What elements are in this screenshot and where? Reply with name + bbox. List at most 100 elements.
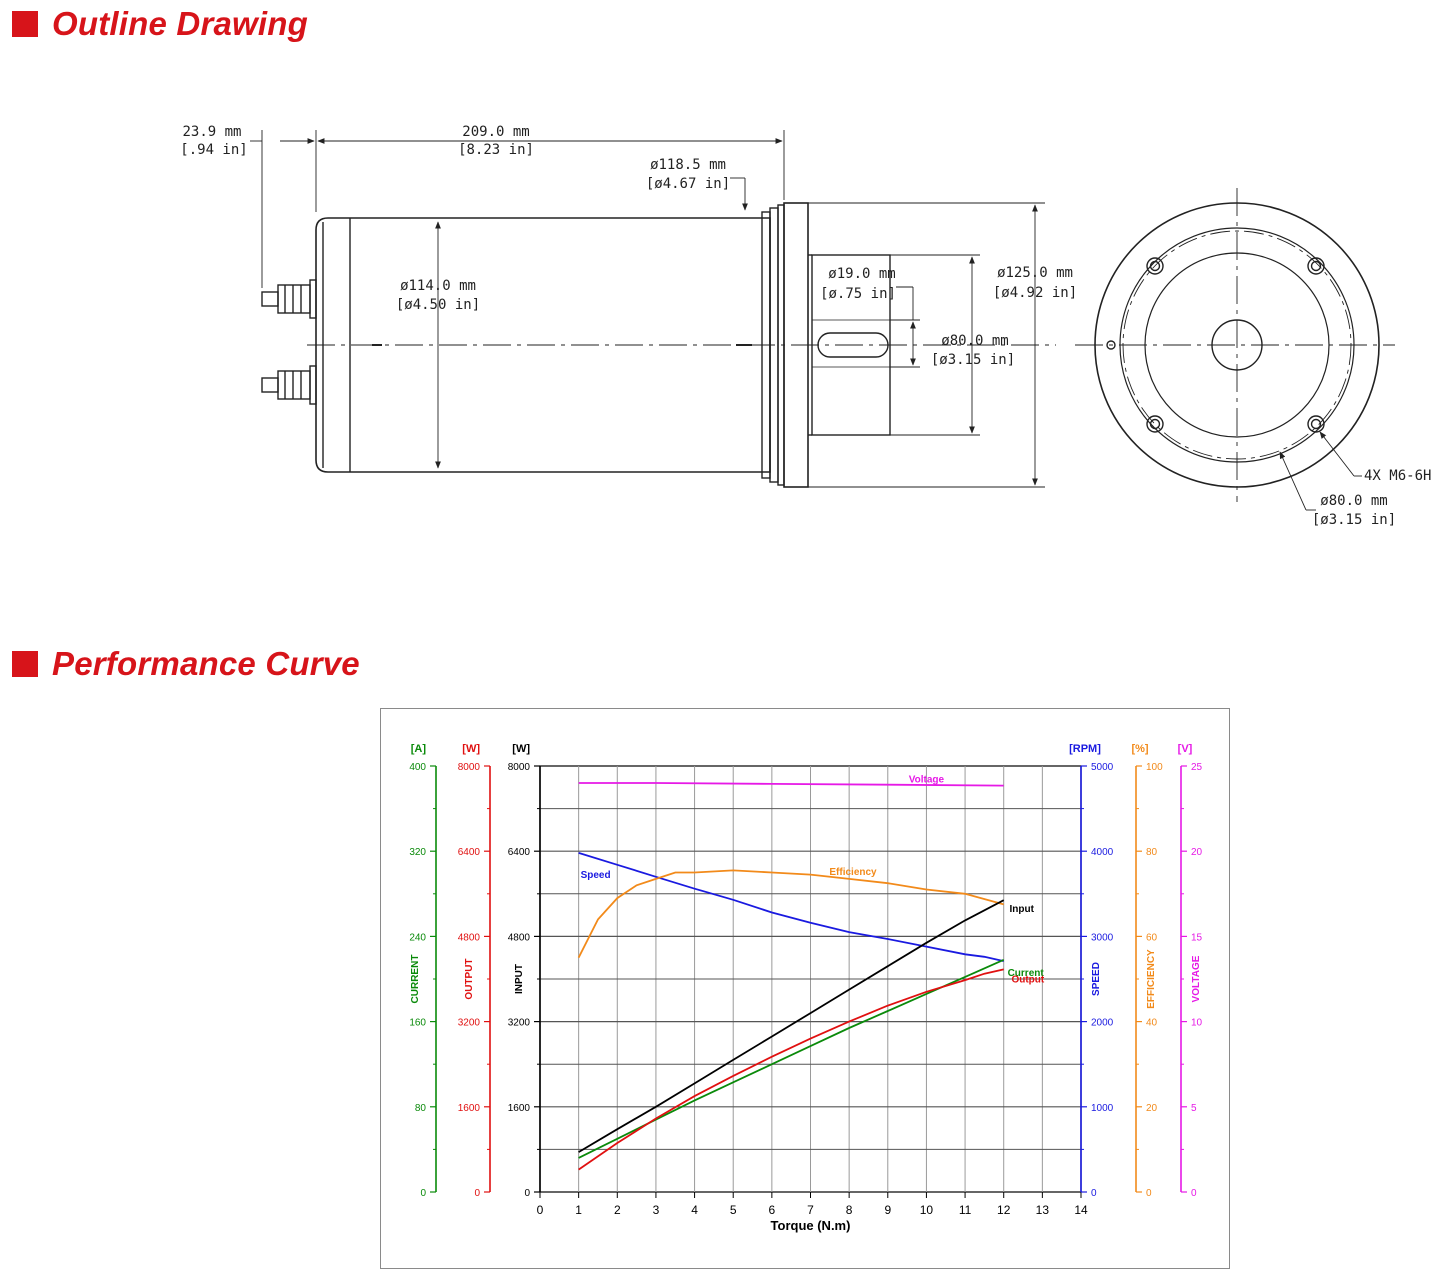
outline-drawing: 209.0 mm [8.23 in] 23.9 mm [.94 in] ø118… [180,124,1431,528]
axis-unit-input: [W] [512,743,530,755]
outline-drawing-title: Outline Drawing [52,5,309,42]
dim-terminal-in: [.94 in] [180,142,247,158]
dim-outer-in: [ø4.92 in] [993,285,1077,301]
x-tick-label: 5 [730,1203,737,1217]
x-tick-label: 4 [691,1203,698,1217]
axis-tick-label-voltage: 0 [1191,1188,1197,1199]
series-label-efficiency: Efficiency [829,867,877,878]
x-tick-label: 0 [537,1203,544,1217]
axis-tick-label-output: 3200 [458,1018,481,1029]
axis-tick-label-speed: 3000 [1091,932,1114,943]
dim-overall-mm: 209.0 mm [462,124,529,140]
axis-tick-label-efficiency: 20 [1146,1103,1158,1114]
series-line-speed [578,852,1004,962]
axis-unit-efficiency: [%] [1131,743,1148,755]
x-tick-label: 7 [807,1203,814,1217]
series-label-output: Output [1011,974,1044,985]
axis-tick-label-efficiency: 100 [1146,762,1163,773]
axis-tick-label-input: 8000 [508,762,531,773]
dim-shaft-mm: ø19.0 mm [828,266,895,282]
red-square-icon [12,651,38,677]
axis-tick-label-speed: 2000 [1091,1018,1114,1029]
series-line-input [578,899,1005,1153]
x-tick-label: 9 [884,1203,891,1217]
axis-tick-label-input: 1600 [508,1103,531,1114]
dim-body-in: [ø4.50 in] [396,297,480,313]
red-square-icon [12,11,38,37]
x-tick-label: 2 [614,1203,621,1217]
axis-tick-label-input: 6400 [508,847,531,858]
x-tick-label: 14 [1074,1203,1088,1217]
performance-curve-title: Performance Curve [52,645,360,682]
axis-unit-voltage: [V] [1178,743,1193,755]
series-line-voltage [578,782,1004,787]
axis-tick-label-output: 8000 [458,762,481,773]
x-tick-label: 13 [1036,1203,1050,1217]
x-tick-label: 1 [575,1203,582,1217]
x-tick-label: 10 [920,1203,934,1217]
axis-tick-label-voltage: 5 [1191,1103,1197,1114]
axis-tick-label-input: 4800 [508,932,531,943]
series-label-voltage: Voltage [909,775,945,786]
axis-tick-label-efficiency: 40 [1146,1018,1158,1029]
axis-tick-label-output: 0 [474,1188,480,1199]
dim-pilot-mm: ø80.0 mm [941,333,1008,349]
x-tick-label: 11 [959,1203,972,1217]
axis-tick-label-current: 320 [409,847,426,858]
dim-body-mm: ø114.0 mm [400,278,476,294]
axis-tick-label-voltage: 25 [1191,762,1203,773]
axis-tick-label-current: 0 [420,1188,426,1199]
axis-label-voltage: VOLTAGE [1191,955,1202,1002]
outline-drawing-header: Outline Drawing [12,5,308,43]
dim-flange-mm: ø118.5 mm [650,157,726,173]
axis-tick-label-efficiency: 60 [1146,932,1158,943]
dim-pilot-in: [ø3.15 in] [931,352,1015,368]
dim-terminal-mm: 23.9 mm [182,124,241,140]
axis-tick-label-output: 1600 [458,1103,481,1114]
axis-tick-label-speed: 5000 [1091,762,1114,773]
x-tick-label: 8 [846,1203,853,1217]
axis-label-input: INPUT [514,964,525,994]
axis-tick-label-speed: 1000 [1091,1103,1114,1114]
axis-tick-label-current: 80 [415,1103,427,1114]
axis-tick-label-current: 400 [409,762,426,773]
dim-shaft-in: [ø.75 in] [820,286,896,302]
x-tick-label: 12 [997,1203,1011,1217]
series-line-output [578,968,1004,1171]
dim-flange-in: [ø4.67 in] [646,176,730,192]
axis-label-output: OUTPUT [464,958,475,999]
axis-tick-label-efficiency: 0 [1146,1188,1152,1199]
x-axis-label: Torque (N.m) [771,1218,851,1233]
series-label-input: Input [1010,904,1035,915]
axis-tick-label-input: 0 [524,1188,530,1199]
series-line-efficiency [577,869,1004,959]
axis-tick-label-input: 3200 [508,1018,531,1029]
axis-unit-speed: [RPM] [1069,743,1101,755]
x-tick-label: 3 [653,1203,660,1217]
axis-tick-label-efficiency: 80 [1146,847,1158,858]
axis-tick-label-current: 160 [409,1018,426,1029]
dim-holes: 4X M6-6H [1364,468,1431,484]
axis-tick-label-output: 6400 [458,847,481,858]
dim-bolt-circle-in: [ø3.15 in] [1312,512,1396,528]
performance-curve-header: Performance Curve [12,645,360,683]
axis-label-speed: SPEED [1091,962,1102,996]
dim-outer-mm: ø125.0 mm [997,265,1073,281]
dim-bolt-circle-mm: ø80.0 mm [1320,493,1387,509]
axis-tick-label-output: 4800 [458,932,481,943]
series-label-current: Current [1008,968,1045,979]
axis-tick-label-speed: 0 [1091,1188,1097,1199]
axis-label-current: CURRENT [410,955,421,1004]
axis-label-efficiency: EFFICIENCY [1146,949,1157,1009]
axis-tick-label-current: 240 [409,932,426,943]
axis-unit-current: [A] [411,743,427,755]
axis-tick-label-speed: 4000 [1091,847,1114,858]
dim-overall-in: [8.23 in] [458,142,534,158]
axis-tick-label-voltage: 10 [1191,1018,1203,1029]
series-label-speed: Speed [581,870,611,881]
axis-tick-label-voltage: 20 [1191,847,1203,858]
axis-unit-output: [W] [462,743,480,755]
axis-tick-label-voltage: 15 [1191,932,1203,943]
